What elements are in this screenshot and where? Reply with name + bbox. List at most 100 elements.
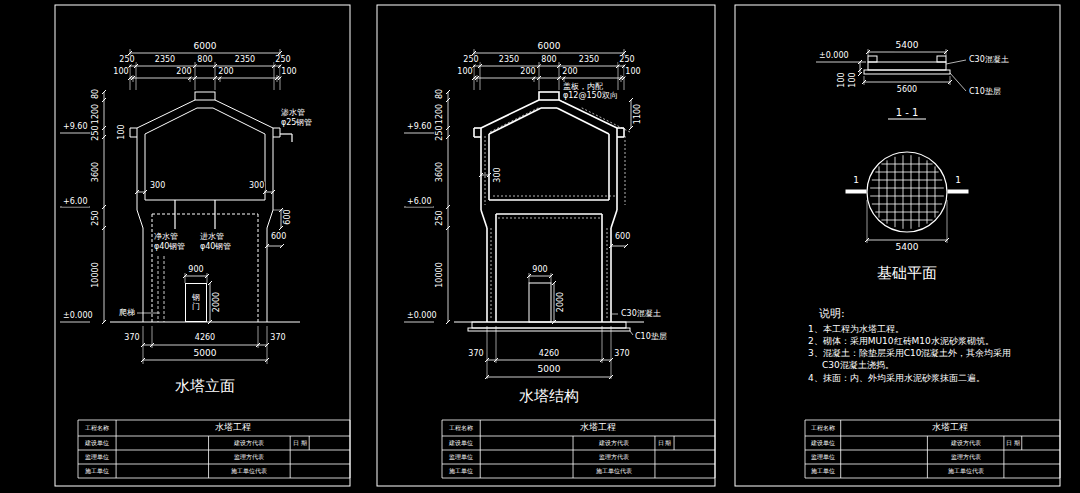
dimension: 300 bbox=[149, 182, 166, 191]
dimension: 100 bbox=[112, 68, 129, 77]
shaft-inner-wall bbox=[258, 214, 259, 322]
tank-outline bbox=[557, 108, 609, 134]
dimension-tick bbox=[629, 98, 633, 102]
roof-hatch bbox=[539, 92, 559, 100]
tank-outline bbox=[608, 134, 610, 200]
elevation-mark: +6.00 bbox=[62, 198, 89, 207]
rebar-grid bbox=[870, 196, 944, 197]
title-block-cell: 监理方代表 bbox=[598, 454, 630, 461]
title-block-line bbox=[78, 420, 79, 478]
tank-outline bbox=[489, 108, 541, 134]
leader-line bbox=[612, 314, 618, 315]
dimension-line bbox=[864, 82, 950, 83]
title-block-cell: 工程名称 bbox=[84, 425, 110, 432]
extension-line bbox=[947, 200, 948, 243]
material-label: C10垫层 bbox=[634, 333, 668, 342]
title-block-cell: 建设方代表 bbox=[233, 440, 265, 447]
tank-outline bbox=[623, 128, 625, 137]
dimension-tick bbox=[208, 281, 212, 285]
title-block-cell: 水塔工程 bbox=[931, 423, 969, 433]
tank-outline bbox=[130, 128, 137, 129]
extension-line bbox=[274, 62, 275, 90]
title-block-line bbox=[309, 436, 310, 450]
rebar-line bbox=[498, 218, 600, 219]
title-block-line bbox=[116, 420, 117, 478]
dimension-line bbox=[130, 78, 280, 79]
title-block-cell: 施工单位代表 bbox=[230, 468, 268, 475]
rebar-grid bbox=[879, 166, 880, 217]
note-text: 3、混凝土：除垫层采用C10混凝土外，其余均采用C30混凝土浇捣。 bbox=[808, 347, 1013, 371]
sheet-title: 水塔结构 bbox=[518, 388, 580, 405]
title-block-line bbox=[573, 436, 574, 478]
dimension: 80 bbox=[436, 88, 445, 100]
dimension-tick bbox=[143, 190, 147, 194]
section-mark-bar bbox=[846, 190, 866, 193]
dimension: 250 bbox=[92, 124, 101, 141]
dimension-tick bbox=[858, 72, 862, 76]
tank-outline bbox=[145, 108, 197, 134]
elevation-line bbox=[816, 62, 866, 63]
tank-outline bbox=[481, 210, 487, 228]
dimension: 370 bbox=[613, 350, 630, 359]
rebar-grid bbox=[881, 164, 932, 165]
title-block-cell: 建设方代表 bbox=[950, 440, 982, 447]
shaft-wall-cut bbox=[937, 56, 946, 62]
dimension-line bbox=[265, 192, 273, 193]
dimension: 10000 bbox=[436, 261, 445, 288]
dimension-line bbox=[143, 345, 267, 346]
tank-outline bbox=[486, 228, 488, 322]
dimension: 80 bbox=[92, 88, 101, 100]
material-label: C30混凝土 bbox=[968, 56, 1010, 65]
tank-outline bbox=[617, 136, 624, 138]
tank-outline bbox=[617, 127, 624, 129]
dimension: 250 bbox=[618, 56, 635, 65]
dimension: 6000 bbox=[537, 42, 562, 52]
extension-line bbox=[258, 326, 259, 348]
pipe-spec: φ25钢管 bbox=[280, 119, 313, 128]
rebar-grid bbox=[887, 160, 888, 223]
tank-outline bbox=[474, 127, 481, 129]
extension-line bbox=[950, 76, 951, 85]
foundation-slab bbox=[868, 62, 946, 70]
elevation-mark: ±0.000 bbox=[406, 312, 438, 321]
tank-outline bbox=[273, 128, 280, 129]
extension-line bbox=[215, 62, 216, 90]
dimension: 5400 bbox=[895, 243, 920, 253]
dimension: 250 bbox=[436, 124, 445, 141]
roof-hatch bbox=[195, 92, 215, 100]
dimension: 5000 bbox=[193, 349, 218, 359]
elevation-mark: ±0.000 bbox=[818, 52, 850, 61]
dimension: 900 bbox=[187, 266, 204, 275]
extension-line bbox=[946, 49, 947, 56]
title-block-line bbox=[1060, 420, 1061, 478]
dimension-tick bbox=[135, 190, 139, 194]
extension-line bbox=[529, 273, 530, 283]
title-block-line bbox=[208, 436, 209, 478]
title-block-line bbox=[442, 420, 715, 421]
dimension: 300 bbox=[248, 182, 265, 191]
dimension: 200 bbox=[217, 68, 234, 77]
sheet-frame bbox=[55, 5, 350, 486]
dimension-line bbox=[611, 246, 626, 247]
title-block-cell: 工程名称 bbox=[448, 425, 474, 432]
dimension-tick bbox=[102, 226, 106, 230]
title-block-line bbox=[78, 464, 350, 465]
door-opening bbox=[529, 283, 551, 322]
dimension-tick bbox=[102, 126, 106, 130]
title-block-line bbox=[442, 478, 715, 479]
section-mark-bar bbox=[948, 190, 968, 193]
extension-line bbox=[185, 273, 186, 283]
title-block-line bbox=[442, 420, 443, 478]
pipe-label: 净水管 bbox=[153, 233, 179, 242]
tank-outline bbox=[474, 136, 481, 138]
rebar-line bbox=[490, 107, 540, 132]
extension-line bbox=[143, 326, 144, 364]
extension-line bbox=[496, 326, 497, 363]
rebar-grid bbox=[881, 220, 932, 221]
dimension-line bbox=[474, 66, 624, 67]
dimension-tick bbox=[446, 320, 450, 324]
leader-line bbox=[950, 73, 966, 91]
pipe-label: 渗水管 bbox=[280, 109, 306, 118]
section-mark: 1 bbox=[852, 176, 860, 186]
